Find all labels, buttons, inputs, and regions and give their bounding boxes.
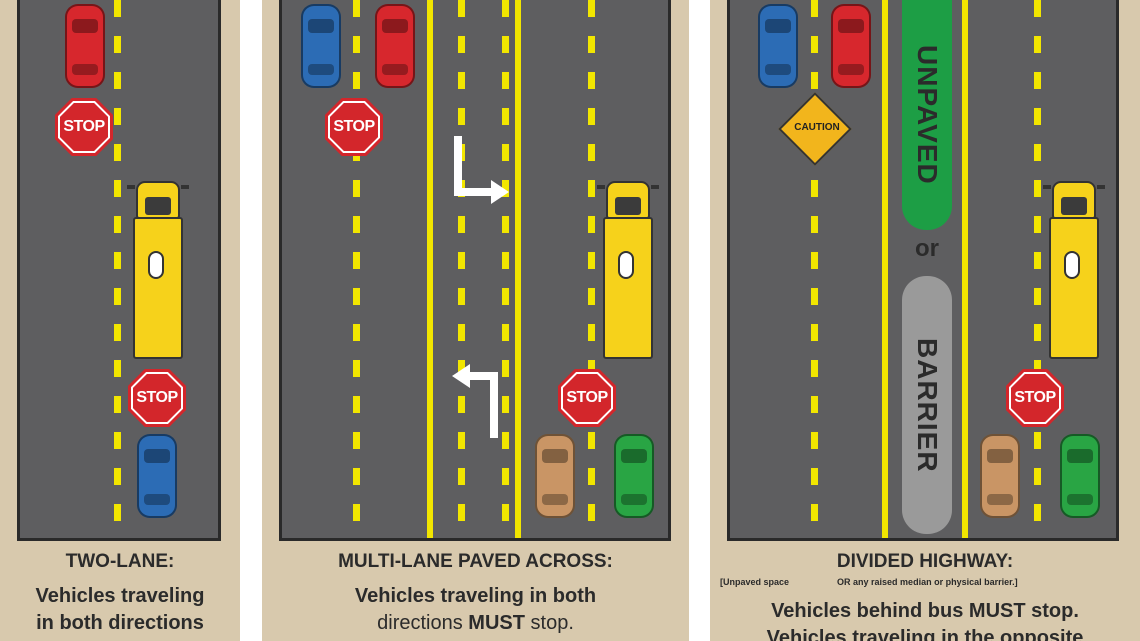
car-red: [375, 4, 415, 88]
school-bus: [597, 181, 659, 359]
panel-multi-lane: STOP STOP MULTI-LANE PAVED ACROSS: Vehic…: [262, 0, 689, 641]
median-edge-line: [882, 0, 888, 538]
lane-dashed-line: [588, 0, 595, 538]
lane-dashed-line: [502, 0, 509, 538]
stop-sign: STOP: [55, 98, 113, 156]
car-green: [614, 434, 654, 518]
stop-sign: STOP: [325, 98, 383, 156]
panel-description: Vehicles behind bus MUST stop. Vehicles …: [766, 600, 1084, 641]
stop-sign: STOP: [1006, 369, 1064, 427]
car-blue: [301, 4, 341, 88]
car-red: [65, 4, 105, 88]
panel-title: DIVIDED HIGHWAY:: [836, 551, 1014, 572]
lane-dashed-line: [353, 0, 360, 538]
center-solid-line: [515, 0, 521, 538]
lane-dashed-line: [811, 0, 818, 538]
school-bus: [127, 181, 189, 359]
center-solid-line: [427, 0, 433, 538]
median-or-label: or: [915, 235, 939, 262]
panel-title: TWO-LANE:: [65, 551, 175, 572]
stop-sign: STOP: [558, 369, 616, 427]
caution-sign-label: CAUTION: [794, 122, 840, 133]
panel-two-lane: STOP STOP TWO-LANE: Vehicles traveling i…: [0, 0, 240, 641]
car-blue: [758, 4, 798, 88]
median-edge-line: [962, 0, 968, 538]
stop-sign: STOP: [128, 369, 186, 427]
lane-dashed-line: [1034, 0, 1041, 538]
panel-title: MULTI-LANE PAVED ACROSS:: [338, 551, 613, 572]
car-red: [831, 4, 871, 88]
panel-divided-highway: UNPAVED or BARRIER CAUTION STOP DIVIDED …: [710, 0, 1140, 641]
turn-arrow-right-icon: [454, 136, 509, 204]
panel-description: Vehicles traveling in both directions: [35, 585, 205, 634]
road-divided-highway: UNPAVED or BARRIER: [727, 0, 1119, 541]
road-two-lane: [17, 0, 221, 541]
school-bus: [1043, 181, 1105, 359]
panel-description: Vehicles traveling in both directions MU…: [354, 585, 597, 634]
turn-arrow-left-icon: [452, 364, 498, 438]
car-green: [1060, 434, 1100, 518]
center-dashed-line: [114, 0, 121, 538]
median-unpaved: UNPAVED: [902, 0, 952, 230]
car-blue: [137, 434, 177, 518]
median-barrier: BARRIER: [902, 276, 952, 534]
road-multi-lane: [279, 0, 671, 541]
car-tan: [980, 434, 1020, 518]
car-tan: [535, 434, 575, 518]
lane-dashed-line: [458, 0, 465, 538]
